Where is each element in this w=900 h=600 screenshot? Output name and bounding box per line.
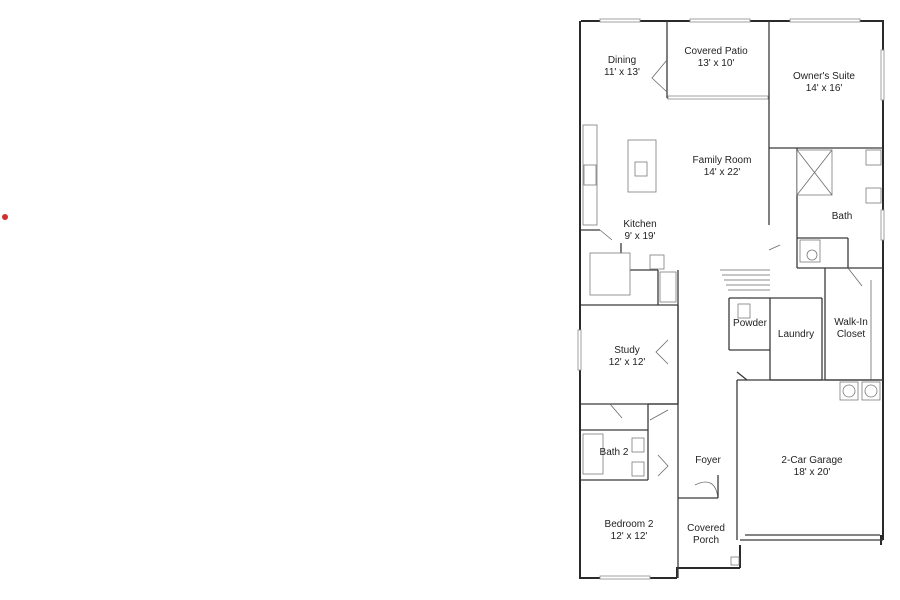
room-name: Powder — [733, 318, 767, 329]
bedroom-2-label: Bedroom 2 12' x 12' — [605, 519, 654, 543]
room-size: Porch — [692, 535, 720, 546]
bedroom-2-walls — [599, 475, 740, 580]
foyer-label: Foyer — [695, 455, 721, 467]
room-name: Covered Patio — [684, 46, 748, 57]
room-name: Covered — [687, 523, 725, 534]
room-name: Bath — [831, 211, 853, 222]
room-name: Bedroom 2 — [604, 519, 654, 530]
covered-patio-label: Covered Patio 13' x 10' — [684, 46, 747, 70]
room-size: 12' x 12' — [610, 531, 648, 542]
owners-bath-fixtures — [768, 148, 885, 269]
room-name: Family Room — [692, 155, 752, 166]
room-name: Kitchen — [623, 219, 657, 230]
room-name: Dining — [607, 55, 637, 66]
family-room-label: Family Room 14' x 22' — [693, 155, 752, 179]
study-label: Study 12' x 12' — [609, 345, 646, 369]
powder-label: Powder — [733, 318, 767, 330]
dining-label: Dining 11' x 13' — [604, 55, 640, 79]
room-name: Study — [614, 345, 640, 356]
room-size: 13' x 10' — [697, 58, 735, 69]
owners-suite-label: Owner's Suite 14' x 16' — [793, 71, 855, 95]
room-name: Bath 2 — [599, 447, 629, 458]
room-name: Foyer — [695, 455, 721, 466]
walk-in-closet-label: Walk-In Closet — [834, 317, 868, 341]
red-marker-dot — [2, 214, 8, 220]
garage-label: 2-Car Garage 18' x 20' — [781, 455, 842, 479]
room-size: 9' x 19' — [624, 231, 656, 242]
room-size: 14' x 16' — [805, 83, 843, 94]
covered-patio-area — [599, 18, 769, 100]
room-name: Laundry — [777, 329, 815, 340]
kitchen-fixtures — [581, 124, 679, 305]
room-name: 2-Car Garage — [781, 455, 843, 466]
room-size: 14' x 22' — [703, 167, 741, 178]
room-name: Walk-In — [834, 317, 868, 328]
bath-label: Bath — [832, 211, 853, 223]
garage-walls — [736, 371, 883, 540]
room-size: 12' x 12' — [608, 357, 646, 368]
bath-2-label: Bath 2 — [600, 447, 629, 459]
owners-suite-walls — [768, 18, 885, 225]
room-size: Closet — [836, 329, 866, 340]
exterior-walls — [579, 20, 884, 579]
room-size: 11' x 13' — [604, 67, 640, 78]
room-size: 18' x 20' — [793, 467, 831, 478]
covered-porch-label: Covered Porch — [687, 523, 725, 547]
room-name: Owner's Suite — [793, 71, 855, 82]
laundry-label: Laundry — [778, 329, 814, 341]
kitchen-label: Kitchen 9' x 19' — [623, 219, 656, 243]
bath-2-fixtures — [581, 403, 678, 481]
